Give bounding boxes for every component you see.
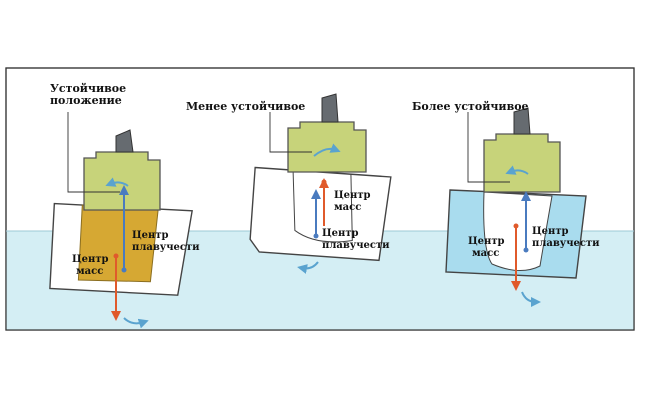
title-stable-line2: положение [50, 94, 122, 107]
title-stable-line1: Устойчивое [50, 82, 126, 95]
title-less-stable: Менее устойчивое [186, 100, 305, 113]
title-more-stable-line1: Более устойчивое [412, 100, 529, 113]
label-mass-more-stable: Центр масс [468, 236, 508, 259]
title-stable: Устойчивое положение [50, 82, 130, 107]
center-mass-dot-stable [113, 253, 119, 259]
label-mass-less-stable: Центр масс [334, 190, 374, 213]
label-mass-less-stable-line2: масс [334, 202, 361, 213]
leader-line-stable [67, 112, 120, 193]
turn-arrow-bottom-more-stable [521, 291, 541, 307]
center-mass-dot-more-stable [513, 223, 519, 229]
label-mass-more-stable-line1: Центр [468, 236, 505, 247]
label-buoyancy-less-stable: Центр плавучести [322, 228, 390, 251]
label-buoyancy-more-stable-line1: Центр [532, 226, 569, 237]
center-buoyancy-dot-more-stable [523, 247, 529, 253]
turn-arrow-top-stable [105, 177, 129, 187]
turn-arrow-top-less-stable [313, 143, 341, 157]
label-mass-stable-line2: масс [76, 266, 103, 277]
cabin-less-stable [287, 121, 367, 173]
hull-less-stable [249, 166, 392, 262]
title-more-stable: Более устойчивое [412, 100, 529, 113]
title-less-stable-line1: Менее устойчивое [186, 100, 305, 113]
mast-stable [115, 129, 134, 153]
label-mass-stable-line1: Центр [72, 254, 109, 265]
label-mass-more-stable-line2: масс [472, 248, 499, 259]
mast-more-stable [513, 107, 531, 135]
label-buoyancy-more-stable-line2: плавучести [532, 238, 600, 249]
leader-line-less-stable [269, 112, 312, 153]
label-buoyancy-less-stable-line2: плавучести [322, 240, 390, 251]
label-buoyancy-stable-line1: Центр [132, 230, 169, 241]
center-mass-dot-less-stable [321, 179, 327, 185]
label-buoyancy-less-stable-line1: Центр [322, 228, 359, 239]
mast-less-stable [321, 93, 339, 123]
label-buoyancy-stable: Центр плавучести [132, 230, 200, 253]
cabin-more-stable [483, 133, 561, 193]
turn-arrow-top-more-stable [505, 165, 529, 175]
ship-less-stable [249, 93, 392, 274]
label-buoyancy-more-stable: Центр плавучести [532, 226, 600, 249]
center-buoyancy-dot-less-stable [313, 233, 319, 239]
label-mass-stable: Центр масс [72, 254, 112, 277]
turn-arrow-bottom-stable [123, 317, 149, 329]
inner-line-less-stable [292, 170, 353, 243]
ship-more-stable [445, 107, 587, 307]
inner-hold-more-stable [483, 191, 553, 271]
leader-line-more-stable [467, 112, 510, 183]
label-buoyancy-stable-line2: плавучести [132, 242, 200, 253]
center-buoyancy-dot-stable [121, 267, 127, 273]
ship-stable [49, 112, 193, 329]
turn-arrow-bottom-less-stable [297, 261, 319, 274]
cabin-stable [83, 151, 161, 211]
label-mass-less-stable-line1: Центр [334, 190, 371, 201]
